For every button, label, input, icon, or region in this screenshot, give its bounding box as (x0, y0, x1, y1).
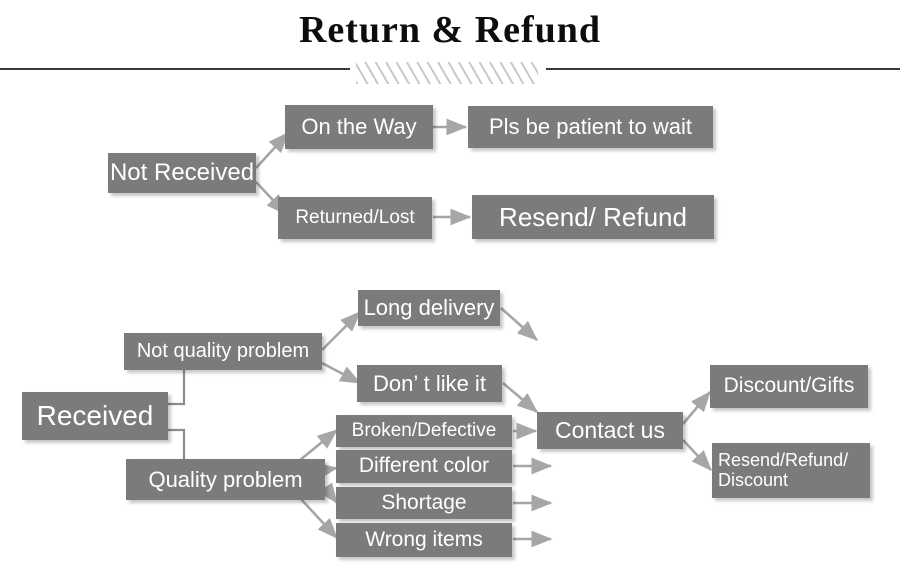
node-discount-gifts[interactable]: Discount/Gifts (710, 365, 868, 408)
decorative-divider (0, 62, 900, 84)
node-wrong-items[interactable]: Wrong items (336, 523, 512, 557)
node-resend-refund[interactable]: Resend/ Refund (472, 195, 714, 239)
node-broken-defective[interactable]: Broken/Defective (336, 415, 512, 447)
node-pls-be-patient[interactable]: Pls be patient to wait (468, 106, 713, 148)
node-not-quality-problem[interactable]: Not quality problem (124, 333, 322, 370)
node-dont-like-it[interactable]: Don’ t like it (357, 365, 502, 402)
node-not-received[interactable]: Not Received (108, 153, 256, 193)
node-received[interactable]: Received (22, 392, 168, 440)
node-returned-lost[interactable]: Returned/Lost (278, 197, 432, 239)
node-different-color[interactable]: Different color (336, 450, 512, 483)
node-contact-us[interactable]: Contact us (537, 412, 683, 449)
node-quality-problem[interactable]: Quality problem (126, 459, 325, 500)
node-on-the-way[interactable]: On the Way (285, 105, 433, 149)
divider-rule-right (546, 68, 900, 70)
divider-rule-left (0, 68, 350, 70)
node-shortage[interactable]: Shortage (336, 487, 512, 519)
page-title: Return & Refund (298, 9, 602, 51)
node-resend-refund-discount[interactable]: Resend/Refund/ Discount (712, 443, 870, 498)
node-long-delivery[interactable]: Long delivery (358, 290, 500, 326)
divider-hatch-icon (356, 62, 538, 84)
